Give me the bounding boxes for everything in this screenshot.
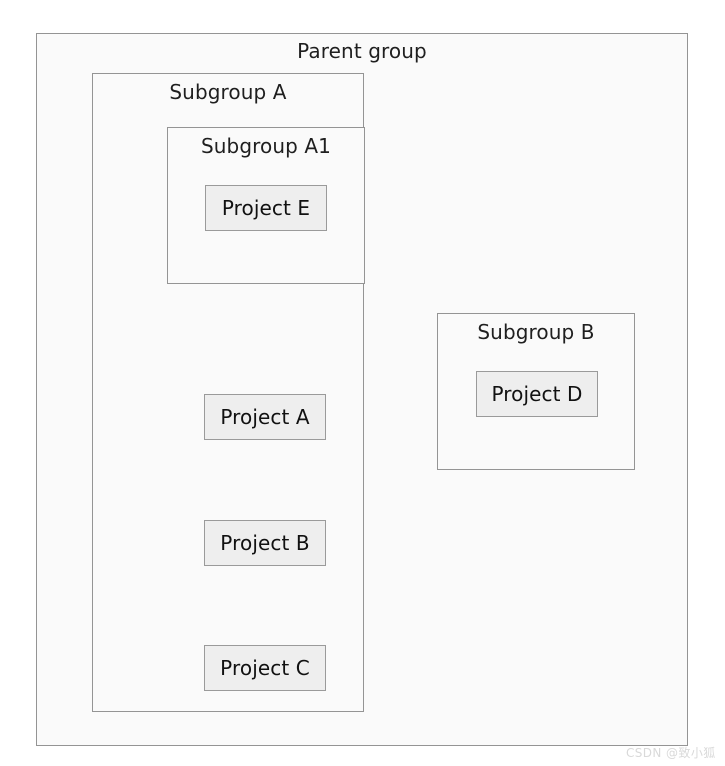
project-box-d[interactable]: Project D	[476, 371, 598, 417]
project-box-c[interactable]: Project C	[204, 645, 326, 691]
group-subgroup-b-label: Subgroup B	[477, 320, 595, 344]
csdn-watermark: CSDN @致小狐	[626, 746, 716, 760]
group-subgroup-a1[interactable]: Subgroup A1 Project E	[167, 127, 365, 284]
group-subgroup-a1-label: Subgroup A1	[200, 134, 332, 158]
project-box-e[interactable]: Project E	[205, 185, 327, 231]
group-subgroup-a[interactable]: Subgroup A Subgroup A1 Project E Project…	[92, 73, 365, 712]
project-box-b[interactable]: Project B	[204, 520, 326, 566]
group-parent-group-label: Parent group	[297, 39, 427, 63]
group-parent-group[interactable]: Parent group Subgroup A Subgroup A1 Proj…	[36, 33, 688, 746]
group-subgroup-a-label: Subgroup A	[169, 80, 287, 104]
group-subgroup-b[interactable]: Subgroup B Project D	[437, 313, 635, 470]
project-box-a[interactable]: Project A	[204, 394, 326, 440]
